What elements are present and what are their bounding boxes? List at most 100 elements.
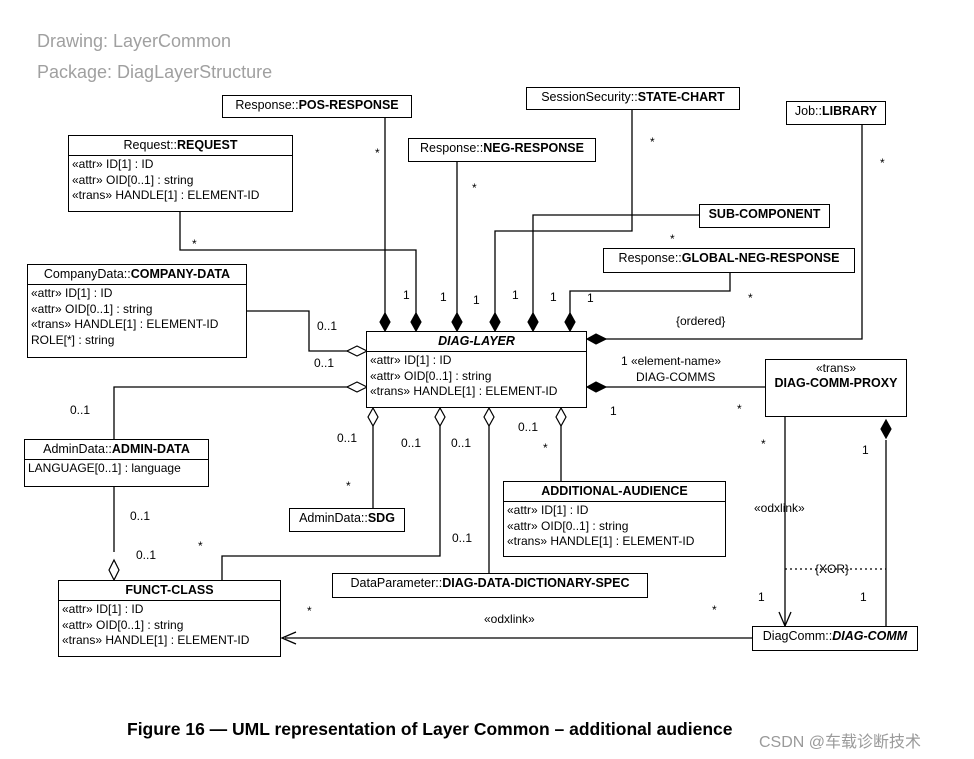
attribute: «attr» ID[1] : ID [370, 353, 452, 367]
multiplicity-label: 0..1 [451, 436, 472, 450]
multiplicity-label: 1 [550, 290, 557, 304]
global-neg-response-line [569, 273, 731, 314]
class-diag-comm-proxy[interactable]: «trans» DIAG-COMM-PROXY [765, 359, 907, 417]
multiplicity-label: 0..1 [130, 509, 151, 523]
diamond-dictionary [483, 406, 495, 428]
class-state-chart[interactable]: SessionSecurity::STATE-CHART [526, 87, 740, 110]
odxlink-label: «odxlink» [484, 612, 535, 626]
library-line [605, 125, 863, 340]
watermark: CSDN @车载诊断技术 [757, 728, 924, 752]
class-diag-data-dictionary-spec[interactable]: DataParameter::DIAG-DATA-DICTIONARY-SPEC [332, 573, 648, 598]
class-additional-audience[interactable]: ADDITIONAL-AUDIENCE «attr» ID[1] : ID «a… [503, 481, 726, 557]
ordered-constraint: {ordered} [676, 314, 726, 328]
class-diag-layer[interactable]: DIAG-LAYER «attr» ID[1] : ID «attr» OID[… [366, 331, 587, 408]
attribute: «trans» HANDLE[1] : ELEMENT-ID [72, 188, 260, 202]
multiplicity-label: 1 [473, 293, 480, 307]
class-prefix: Response:: [235, 98, 299, 112]
odxlink-arrowhead-left [280, 631, 297, 645]
multiplicity-label: * [670, 232, 675, 246]
multiplicity-label: 0..1 [452, 531, 473, 545]
attribute: «attr» ID[1] : ID [31, 286, 113, 300]
diamond-state [489, 311, 501, 333]
multiplicity-label: 0..1 [401, 436, 422, 450]
figure-caption: Figure 16 — UML representation of Layer … [127, 719, 733, 739]
class-pos-response[interactable]: Response::POS-RESPONSE [222, 95, 412, 118]
attribute: ROLE[*] : string [31, 332, 115, 347]
company-data-line [247, 310, 348, 352]
multiplicity-label: 1 [587, 291, 594, 305]
class-library[interactable]: Job::LIBRARY [786, 101, 886, 125]
class-diag-comm[interactable]: DiagComm::DIAG-COMM [752, 626, 918, 651]
class-funct-class[interactable]: FUNCT-CLASS «attr» ID[1] : ID «attr» OID… [58, 580, 281, 657]
diamond-library [585, 333, 608, 345]
class-name: GLOBAL-NEG-RESPONSE [681, 251, 840, 265]
diamond-audience [555, 406, 567, 428]
class-name: DIAG-LAYER [438, 334, 515, 348]
class-prefix: CompanyData:: [43, 267, 131, 281]
multiplicity-label: 0..1 [337, 431, 358, 445]
multiplicity-label: 1 [512, 288, 519, 302]
diamond-funct-admin [108, 558, 120, 582]
class-name: ADMIN-DATA [111, 442, 190, 456]
class-name: REQUEST [177, 138, 238, 152]
xor-constraint: {XOR} [815, 562, 850, 576]
multiplicity-label: 0..1 [136, 548, 157, 562]
request-line [179, 212, 417, 314]
multiplicity-label: * [748, 291, 753, 305]
attribute: «attr» OID[0..1] : string [62, 617, 184, 632]
class-prefix: SessionSecurity:: [541, 90, 638, 104]
multiplicity-label: 0..1 [317, 319, 338, 333]
multiplicity-label: * [375, 146, 380, 160]
class-admin-data[interactable]: AdminData::ADMIN-DATA LANGUAGE[0..1] : l… [24, 439, 209, 487]
class-name: DIAG-COMM-PROXY [774, 376, 898, 390]
odxlink-label: «odxlink» [754, 501, 805, 515]
sub-component-line [532, 214, 699, 314]
diamond-global [564, 311, 576, 333]
diamond-pos [379, 311, 391, 333]
multiplicity-label: 1 [862, 443, 869, 457]
class-sdg[interactable]: AdminData::SDG [289, 508, 405, 532]
multiplicity-label: 0..1 [70, 403, 91, 417]
multiplicity-label: 0..1 [314, 356, 335, 370]
package-label: Package: DiagLayerStructure [37, 62, 273, 82]
multiplicity-label: 1 [610, 404, 617, 418]
diamond-neg [451, 311, 463, 333]
class-request[interactable]: Request::REQUEST «attr» ID[1] : ID «attr… [68, 135, 293, 212]
class-prefix: AdminData:: [43, 442, 112, 456]
class-name: POS-RESPONSE [298, 98, 399, 112]
class-name: SUB-COMPONENT [708, 207, 821, 221]
attribute: «attr» OID[0..1] : string [31, 301, 153, 316]
multiplicity-label: * [880, 156, 885, 170]
multiplicity-label: * [307, 604, 312, 618]
multiplicity-label: 1 [758, 590, 765, 604]
attribute: «attr» ID[1] : ID [62, 602, 144, 616]
class-name: LIBRARY [822, 104, 878, 118]
class-prefix: DiagComm:: [762, 629, 833, 643]
diamond-company [345, 345, 369, 357]
attribute: «trans» HANDLE[1] : ELEMENT-ID [62, 633, 250, 647]
multiplicity-label: 0..1 [518, 420, 539, 434]
attribute: «attr» ID[1] : ID [507, 503, 589, 517]
attribute: «attr» OID[0..1] : string [72, 172, 194, 187]
attribute: «trans» HANDLE[1] : ELEMENT-ID [31, 317, 219, 331]
multiplicity-label: * [543, 441, 548, 455]
diag-comms-role: DIAG-COMMS [636, 370, 716, 384]
multiplicity-label: 1 [440, 290, 447, 304]
multiplicity-label: * [198, 539, 203, 553]
class-name: FUNCT-CLASS [125, 583, 214, 597]
multiplicity-label: * [346, 479, 351, 493]
attribute: «trans» HANDLE[1] : ELEMENT-ID [370, 384, 558, 398]
class-prefix: DataParameter:: [350, 576, 443, 590]
class-neg-response[interactable]: Response::NEG-RESPONSE [408, 138, 596, 162]
class-global-neg-response[interactable]: Response::GLOBAL-NEG-RESPONSE [603, 248, 855, 273]
diamond-sub [527, 311, 539, 333]
attribute: «trans» HANDLE[1] : ELEMENT-ID [507, 534, 695, 548]
multiplicity-label: * [761, 437, 766, 451]
class-prefix: Response:: [618, 251, 682, 265]
class-name: ADDITIONAL-AUDIENCE [541, 484, 688, 498]
element-name-role: 1 «element-name» [621, 354, 722, 368]
class-sub-component[interactable]: SUB-COMPONENT [699, 204, 830, 228]
class-company-data[interactable]: CompanyData::COMPANY-DATA «attr» ID[1] :… [27, 264, 247, 358]
class-prefix: Response:: [420, 141, 484, 155]
multiplicity-label: * [650, 135, 655, 149]
